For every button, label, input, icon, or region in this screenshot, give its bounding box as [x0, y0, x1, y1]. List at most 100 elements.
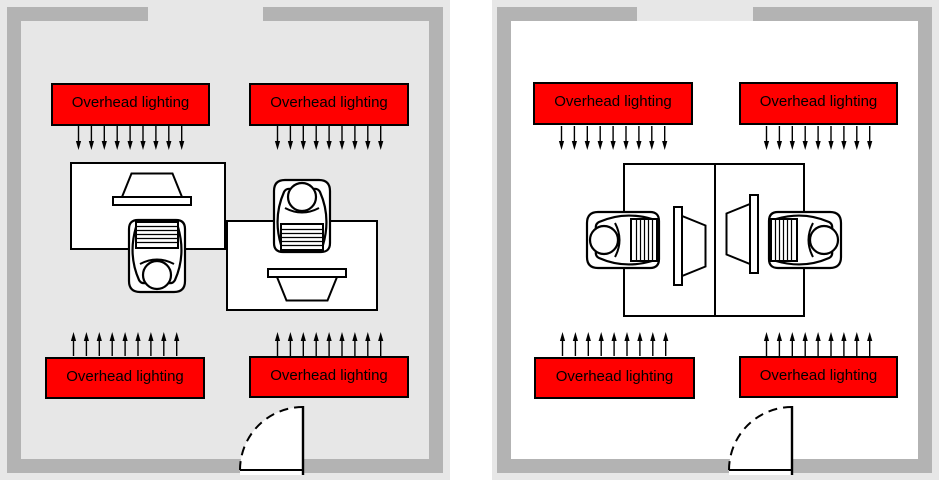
arrowhead — [122, 332, 128, 341]
arrowhead — [662, 141, 668, 150]
person-shape — [274, 180, 330, 252]
arrowhead — [763, 332, 770, 341]
monitor-shape — [113, 174, 191, 206]
overhead-lighting-label: Overhead lighting — [555, 367, 674, 385]
arrowhead — [624, 332, 630, 341]
person-chair-figure — [127, 218, 187, 294]
door-swing-figure — [726, 404, 796, 478]
door-shape — [240, 406, 303, 475]
arrowhead — [789, 141, 795, 150]
arrowhead — [135, 332, 141, 341]
room-2-wall-opening — [637, 7, 753, 21]
monitor-shape — [727, 195, 759, 273]
arrowhead — [584, 141, 590, 150]
arrowhead — [313, 141, 319, 150]
arrowhead — [802, 332, 808, 341]
light-arrows-up — [70, 332, 180, 356]
overhead-lighting-label: Overhead lighting — [71, 94, 190, 111]
overhead-lighting-box: Overhead lighting — [249, 83, 409, 126]
arrowhead — [287, 141, 293, 150]
overhead-lighting-label: Overhead lighting — [66, 367, 184, 385]
monitor-figure — [725, 194, 759, 274]
overhead-lighting-box: Overhead lighting — [533, 82, 693, 125]
overhead-lighting-label: Overhead lighting — [270, 366, 388, 384]
arrowhead — [828, 332, 834, 341]
door-swing-figure — [237, 404, 307, 478]
light-arrows-down — [75, 126, 185, 150]
arrowhead — [88, 141, 94, 150]
arrowhead — [300, 332, 306, 341]
arrowhead — [776, 332, 782, 341]
overhead-lighting-box: Overhead lighting — [739, 356, 898, 398]
overhead-lighting-box: Overhead lighting — [51, 83, 210, 126]
arrowhead — [148, 332, 154, 341]
light-arrows-up — [274, 332, 384, 356]
arrowhead — [166, 141, 172, 150]
overhead-lighting-box: Overhead lighting — [534, 357, 695, 399]
arrowhead — [339, 332, 345, 341]
arrowhead — [841, 141, 847, 150]
door-shape — [729, 406, 792, 475]
arrowhead — [571, 141, 577, 150]
arrowhead — [776, 141, 782, 150]
arrowhead — [75, 141, 82, 150]
arrowhead — [650, 332, 656, 341]
arrowhead — [815, 332, 821, 341]
overhead-lighting-box: Overhead lighting — [249, 356, 409, 398]
arrowhead — [663, 332, 669, 341]
monitor-figure — [673, 206, 707, 286]
arrowhead — [649, 141, 655, 150]
overhead-lighting-box: Overhead lighting — [739, 82, 898, 125]
person-chair-figure — [767, 210, 843, 270]
arrowhead — [558, 141, 565, 150]
person-chair-figure — [585, 210, 661, 270]
person-shape — [587, 212, 659, 268]
arrowhead — [300, 141, 306, 150]
arrowhead — [96, 332, 102, 341]
arrowhead — [70, 332, 77, 341]
arrowhead — [109, 332, 115, 341]
overhead-lighting-label: Overhead lighting — [759, 366, 878, 384]
arrowhead — [841, 332, 847, 341]
monitor-shape — [674, 207, 706, 285]
arrowhead — [623, 141, 629, 150]
arrowhead — [789, 332, 795, 341]
arrowhead — [101, 141, 107, 150]
arrowhead — [153, 141, 159, 150]
arrowhead — [127, 141, 133, 150]
arrowhead — [559, 332, 566, 341]
arrowhead — [585, 332, 591, 341]
person-chair-figure — [272, 178, 332, 254]
light-arrows-down — [558, 126, 668, 150]
person-shape — [769, 212, 841, 268]
person-shape — [129, 220, 185, 292]
arrowhead — [161, 332, 167, 341]
arrowhead — [763, 141, 770, 150]
arrowhead — [572, 332, 578, 341]
overhead-lighting-label: Overhead lighting — [759, 93, 878, 110]
arrowhead — [854, 141, 860, 150]
arrowhead — [854, 332, 860, 341]
arrowhead — [867, 141, 873, 150]
arrowhead — [365, 332, 371, 341]
arrowhead — [867, 332, 873, 341]
arrowhead — [179, 141, 185, 150]
light-arrows-down — [763, 126, 873, 150]
room-2-desk-divider — [714, 163, 716, 317]
light-arrows-down — [274, 126, 384, 150]
arrowhead — [287, 332, 293, 341]
arrowhead — [114, 141, 120, 150]
arrowhead — [326, 332, 332, 341]
arrowhead — [378, 141, 384, 150]
arrowhead — [828, 141, 834, 150]
arrowhead — [274, 141, 281, 150]
arrowhead — [313, 332, 319, 341]
monitor-figure — [267, 268, 347, 302]
arrowhead — [802, 141, 808, 150]
overhead-lighting-box: Overhead lighting — [45, 357, 205, 399]
arrowhead — [365, 141, 371, 150]
arrowhead — [636, 141, 642, 150]
monitor-figure — [112, 172, 192, 206]
arrowhead — [610, 141, 616, 150]
